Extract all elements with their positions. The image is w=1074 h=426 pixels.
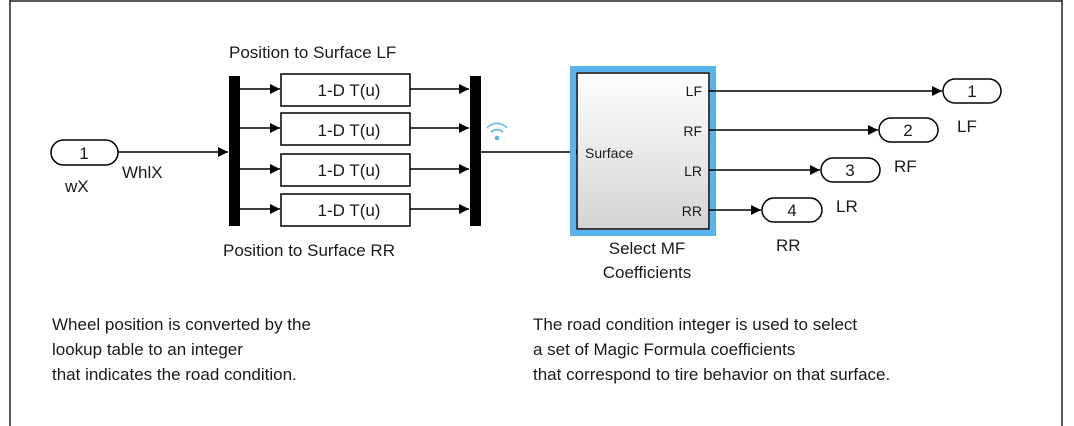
right-annotation-line-2: a set of Magic Formula coefficients [533, 340, 796, 359]
subsystem-input-port-label: Surface [585, 145, 633, 161]
lookup-table-2[interactable]: 1-D T(u) [240, 112, 469, 146]
subsystem-output-port-rr: RR [682, 203, 702, 219]
outport-rf-name: RF [894, 157, 917, 176]
right-annotation-line-1: The road condition integer is used to se… [533, 315, 858, 334]
subsystem-output-port-rf: RF [683, 123, 702, 139]
lookup-table-3-label: 1-D T(u) [318, 161, 381, 180]
left-annotation: Wheel position is converted by the looku… [52, 312, 311, 387]
outport-rf-block[interactable]: 2 [878, 117, 939, 143]
lookup-table-1[interactable]: 1-D T(u) [240, 73, 469, 107]
outport-lr-name: LR [836, 197, 858, 216]
lookup-table-4[interactable]: 1-D T(u) [240, 193, 469, 227]
subsystem-name-line2: Coefficients [603, 263, 692, 282]
left-annotation-line-3: that indicates the road condition. [52, 365, 297, 384]
outport-rr-number: 4 [787, 201, 796, 220]
subsystem-output-port-lr: LR [684, 163, 702, 179]
outport-lr-block[interactable]: 3 [820, 157, 881, 183]
lookup-bottom-caption: Position to Surface RR [223, 241, 395, 260]
left-annotation-line-1: Wheel position is converted by the [52, 315, 311, 334]
inport-1-name: wX [64, 177, 89, 196]
subsystem-name-line1: Select MF [609, 239, 686, 258]
lookup-top-caption: Position to Surface LF [229, 43, 396, 62]
lookup-table-2-label: 1-D T(u) [318, 121, 381, 140]
outport-rr-block[interactable]: 4 [761, 197, 823, 223]
outport-lf-name: LF [957, 117, 977, 136]
left-annotation-line-2: lookup table to an integer [52, 340, 243, 359]
select-mf-coefficients-subsystem[interactable] [570, 66, 716, 236]
subsystem-output-port-lf: LF [686, 83, 702, 99]
lookup-table-4-label: 1-D T(u) [318, 201, 381, 220]
outport-rr-name: RR [776, 236, 801, 255]
wireless-signal-icon [486, 122, 508, 141]
inport-1-block[interactable]: 1 [50, 139, 119, 166]
outport-lf-block[interactable]: 1 [942, 78, 1002, 104]
mux-block[interactable] [470, 76, 481, 226]
right-annotation-line-3: that correspond to tire behavior on that… [533, 365, 891, 384]
outport-rf-number: 2 [903, 121, 912, 140]
demux-block[interactable] [229, 76, 240, 226]
outport-lr-number: 3 [845, 161, 854, 180]
right-annotation: The road condition integer is used to se… [533, 312, 890, 387]
inport-1-signal-label: WhlX [122, 163, 163, 182]
lookup-table-1-label: 1-D T(u) [318, 81, 381, 100]
lookup-table-3[interactable]: 1-D T(u) [240, 153, 469, 187]
inport-1-number: 1 [79, 144, 88, 163]
outport-lf-number: 1 [967, 82, 976, 101]
